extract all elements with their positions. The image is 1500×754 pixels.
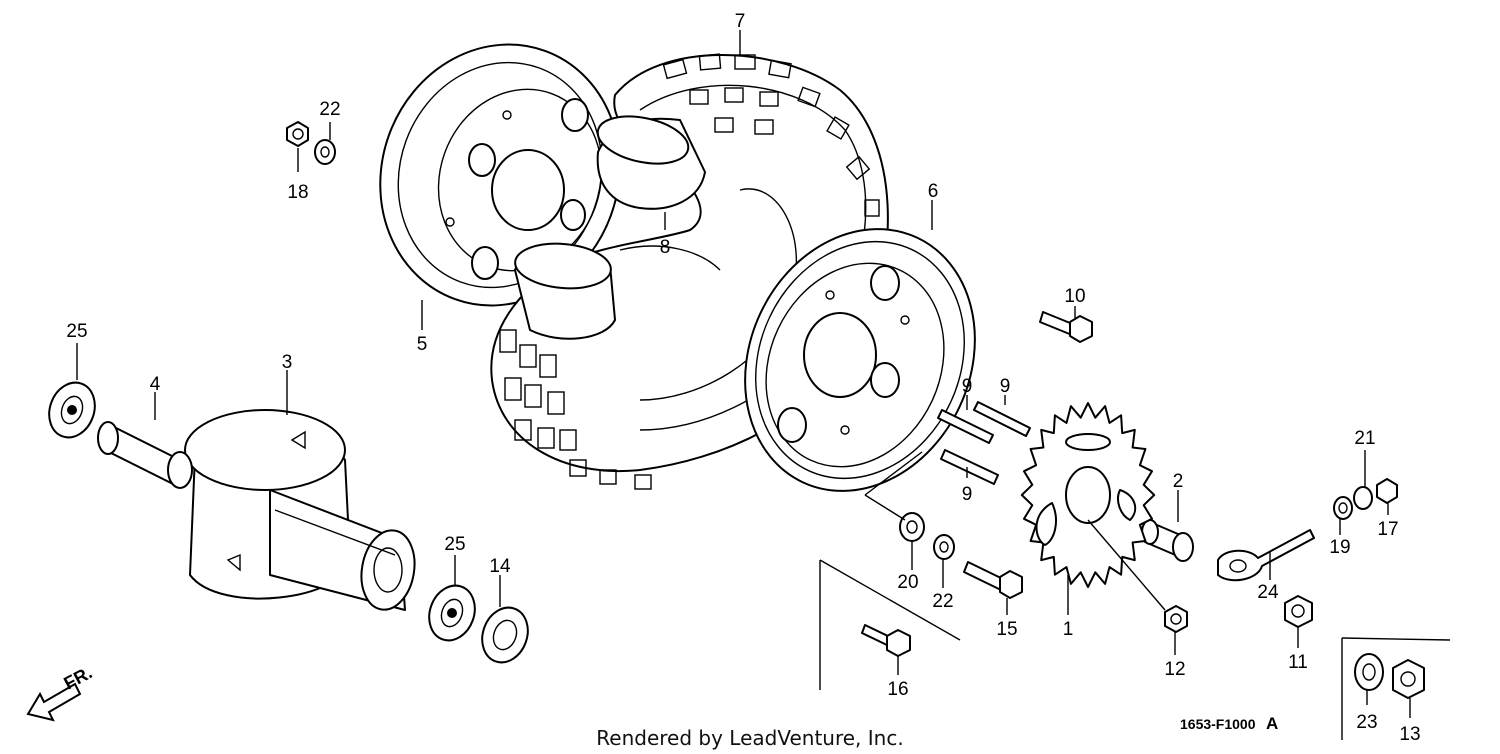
oil-seal: [481, 606, 529, 664]
callout-9c: 9: [962, 484, 973, 505]
callout-12: 12: [1164, 659, 1185, 680]
leader-lines: [76, 30, 1451, 740]
callout-15: 15: [996, 619, 1017, 640]
callout-18: 18: [287, 182, 308, 203]
washer-22-top: [314, 139, 336, 165]
callout-20: 20: [897, 572, 918, 593]
tube-lower: [514, 242, 616, 340]
stud-9b: [973, 401, 1031, 437]
bearing-right: [428, 584, 476, 642]
credit-text: Rendered by LeadVenture, Inc.: [596, 726, 903, 750]
wheel-half-inner: [744, 228, 976, 492]
nut-18: [286, 121, 309, 147]
diagram-code: 1653-F1000: [1180, 716, 1256, 732]
nut-12: [1164, 605, 1188, 633]
bearing-left: [48, 381, 96, 439]
washer-21: [1353, 486, 1373, 510]
washer-23: [1354, 653, 1384, 691]
bolt-15: [963, 561, 1023, 599]
callout-14: 14: [489, 556, 511, 577]
spacer-2: [1141, 519, 1194, 562]
callout-9b: 9: [1000, 376, 1011, 397]
callout-11: 11: [1288, 652, 1308, 673]
callout-labels: 1 2 3 4 5 6 7 8 9 9 9 10 11 12 13 14 15 …: [66, 11, 1420, 745]
callout-5: 5: [417, 334, 428, 355]
callout-3: 3: [282, 352, 293, 373]
chain-adjuster: [1217, 529, 1315, 582]
callout-13: 13: [1399, 724, 1420, 745]
bolt-10: [1039, 311, 1093, 343]
callout-10: 10: [1064, 286, 1085, 307]
callout-7: 7: [735, 11, 746, 32]
callout-16: 16: [887, 679, 908, 700]
callout-23: 23: [1356, 712, 1377, 733]
callout-25-right: 25: [444, 534, 465, 555]
callout-9a: 9: [962, 376, 973, 397]
callout-4: 4: [150, 374, 161, 395]
callout-21: 21: [1354, 428, 1375, 449]
diagram-code-suffix: A: [1266, 714, 1278, 733]
washer-19: [1333, 496, 1353, 520]
callout-25-left: 25: [66, 321, 87, 342]
callout-17: 17: [1377, 519, 1398, 540]
sprocket: [1020, 402, 1156, 588]
callout-8: 8: [660, 237, 671, 258]
callout-19: 19: [1329, 537, 1350, 558]
callout-6: 6: [928, 181, 939, 202]
tube-upper: [596, 115, 706, 210]
front-direction-arrow: FR.: [26, 662, 95, 722]
callout-22-top: 22: [319, 99, 340, 120]
callout-1: 1: [1063, 619, 1074, 640]
bolt-16: [861, 624, 911, 657]
nut-11: [1284, 595, 1313, 628]
collar: [97, 421, 193, 489]
callout-22-bottom: 22: [932, 591, 953, 612]
stud-9a: [937, 409, 994, 444]
nut-17: [1376, 478, 1398, 504]
hub: [184, 409, 416, 611]
callout-24: 24: [1257, 582, 1279, 603]
stud-9c: [940, 449, 999, 485]
callout-2: 2: [1173, 471, 1184, 492]
wheel-half-outer: [379, 43, 621, 307]
nut-13: [1392, 659, 1425, 699]
washer-22-bottom: [933, 534, 955, 560]
washer-20: [899, 512, 925, 542]
